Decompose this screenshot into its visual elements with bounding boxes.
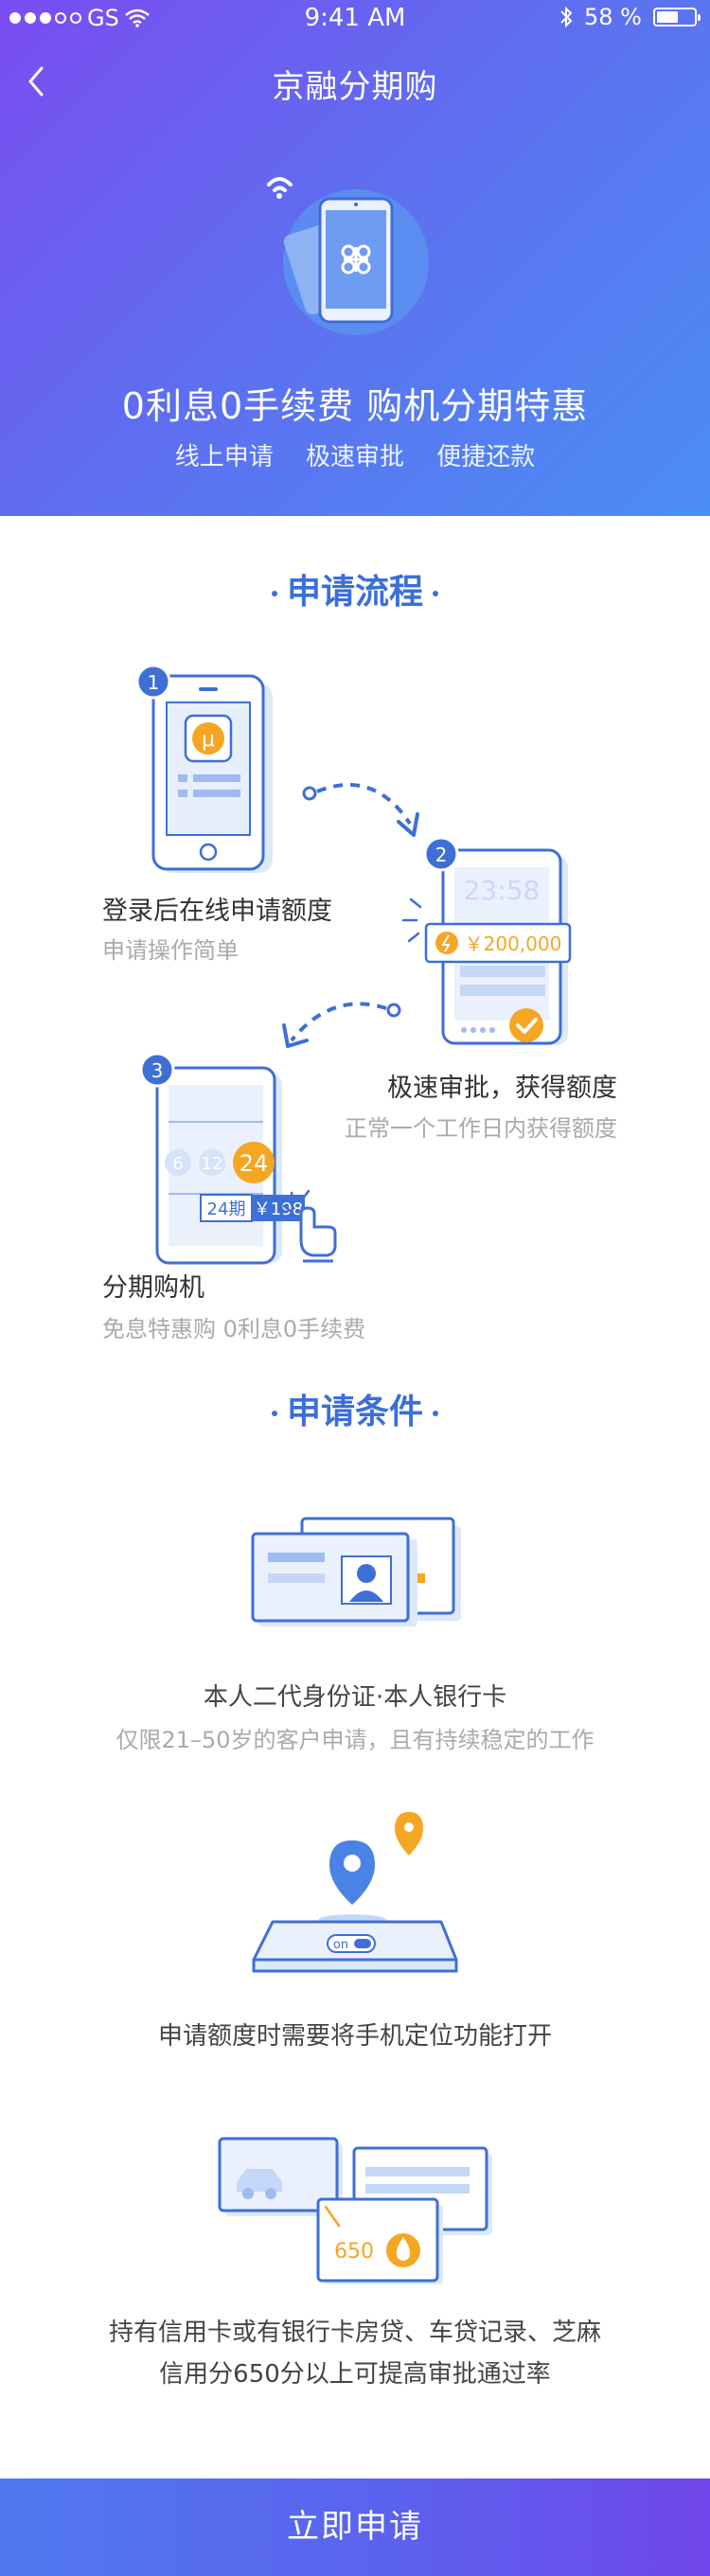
wifi-icon xyxy=(125,9,150,27)
feature-fast-approval: 极速审批 xyxy=(305,443,404,471)
flow-arrow-1-icon xyxy=(302,783,419,837)
credit-score-icon: 650 xyxy=(218,2137,492,2284)
condition-2-text: 申请额度时需要将手机定位功能打开 xyxy=(157,2022,552,2051)
location-toggle-icon: on xyxy=(252,1812,458,1973)
step2-number: 2 xyxy=(435,844,448,866)
hero-title: 0利息0手续费 购机分期特惠 xyxy=(121,385,589,427)
condition-1-sub: 仅限21–50岁的客户申请，且有持续稳定的工作 xyxy=(115,1727,595,1753)
title-bullet-right xyxy=(433,1411,438,1416)
page-title: 京融分期购 xyxy=(272,68,438,106)
battery-icon xyxy=(653,8,701,27)
feature-easy-repay: 便捷还款 xyxy=(436,443,536,471)
title-bullet-right xyxy=(433,591,438,596)
status-time: 9:41 AM xyxy=(304,4,406,32)
process-section-title: 申请流程 xyxy=(0,564,710,613)
signal-carrier: GS xyxy=(9,5,150,31)
step3-sub: 免息特惠购 0利息0手续费 xyxy=(102,1316,366,1342)
condition-3-line2: 信用分650分以上可提高审批通过率 xyxy=(159,2360,551,2389)
step2-label: 极速审批，获得额度 xyxy=(387,1074,617,1103)
step2-sub: 正常一个工作日内获得额度 xyxy=(345,1115,617,1142)
hero-header: GS 9:41 AM 58 % 京融分期购 xyxy=(0,0,710,516)
flow-arrow-2-icon xyxy=(282,1002,401,1048)
nav-bar: 京融分期购 xyxy=(0,47,710,123)
step3-label: 分期购机 xyxy=(102,1273,204,1303)
feature-online-apply: 线上申请 xyxy=(174,443,274,471)
id-bank-card-icon xyxy=(251,1517,461,1626)
credit-amount: ￥200,000 xyxy=(465,933,562,955)
step1-number: 1 xyxy=(148,671,160,694)
phone-unionpay-icon xyxy=(267,177,429,335)
step1-phone-illustration: μ 1 xyxy=(135,664,273,873)
app-logo-letter: μ xyxy=(202,728,215,752)
clock-time: 23:58 xyxy=(464,875,541,906)
plan-price: ￥198 xyxy=(254,1199,303,1219)
step2-phone-illustration: 23:58 ￥200,000 2 xyxy=(401,836,572,1045)
step3-phone-illustration: 6 12 24 24期 ￥198 3 xyxy=(139,1052,337,1265)
bluetooth-icon xyxy=(560,6,573,28)
period-option-6: 6 xyxy=(172,1154,183,1174)
step3-number: 3 xyxy=(151,1059,164,1082)
conditions-section-title: 申请条件 xyxy=(0,1384,710,1433)
step1-sub: 申请操作简单 xyxy=(102,937,239,964)
plan-label: 24期 xyxy=(207,1199,246,1219)
title-bullet-left xyxy=(271,591,277,596)
sesame-score: 650 xyxy=(334,2240,374,2264)
chevron-left-icon xyxy=(28,66,44,97)
condition-3-line1: 持有信用卡或有银行卡房贷、车贷记录、芝麻 xyxy=(108,2318,601,2347)
status-bar: GS 9:41 AM 58 % xyxy=(0,0,710,38)
hero-features: 线上申请 极速审批 便捷还款 xyxy=(0,437,710,472)
signal-strength-icon xyxy=(9,12,81,24)
back-button[interactable] xyxy=(19,61,61,102)
condition-1-text: 本人二代身份证·本人银行卡 xyxy=(203,1683,507,1712)
period-option-12: 12 xyxy=(202,1154,223,1174)
period-option-24: 24 xyxy=(240,1150,269,1177)
step1-label: 登录后在线申请额度 xyxy=(102,897,332,926)
title-bullet-left xyxy=(271,1411,277,1416)
status-right: 58 % xyxy=(559,4,701,30)
carrier-name: GS xyxy=(87,5,119,31)
apply-now-button[interactable]: 立即申请 xyxy=(0,2478,710,2576)
location-toggle-label: on xyxy=(333,1938,348,1952)
battery-percent: 58 % xyxy=(584,4,642,30)
